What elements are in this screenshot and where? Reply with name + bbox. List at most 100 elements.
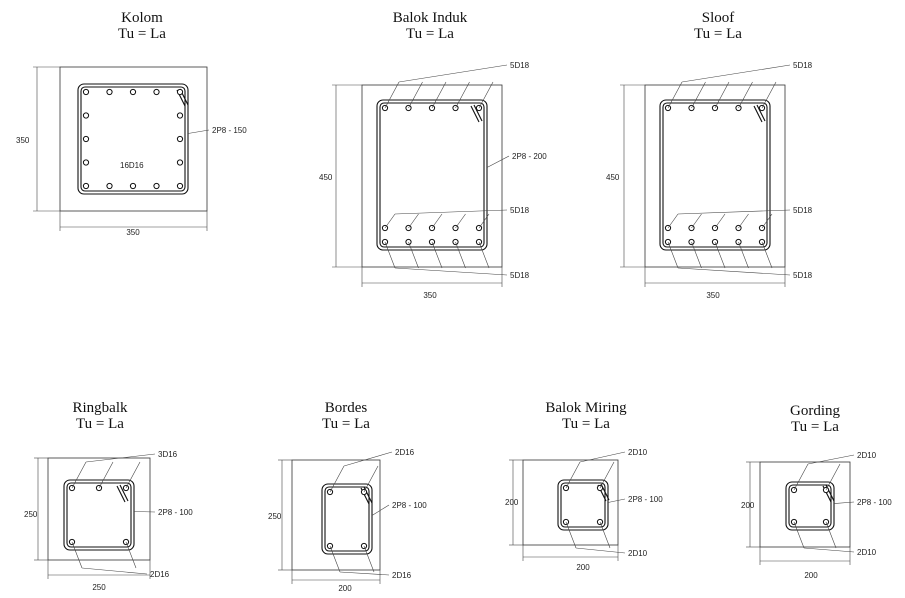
bar-leader <box>691 81 706 109</box>
rebar <box>176 135 184 143</box>
section-title: Kolom <box>121 10 163 26</box>
section-subtitle: Tu = La <box>406 26 454 42</box>
rebar <box>129 88 137 96</box>
height-label: 200 <box>505 498 519 507</box>
bar-leader <box>599 461 615 489</box>
rebar-label-bottom: 5D18 <box>510 271 530 280</box>
bar-leader <box>125 541 137 569</box>
concrete-outline <box>59 66 208 212</box>
width-label: 350 <box>423 291 437 300</box>
bar-leader <box>384 213 396 229</box>
stirrup-outer <box>557 479 609 531</box>
stirrup-inner <box>788 484 832 528</box>
width-label: 200 <box>338 584 352 593</box>
rebar-label-top: 2D10 <box>628 448 648 457</box>
section-title: Balok Miring <box>545 400 627 416</box>
rebar-label-stirrup: 2P8 - 150 <box>212 126 247 135</box>
concrete-outline <box>522 459 619 546</box>
rebar-label-stirrup: 2P8 - 100 <box>392 501 427 510</box>
bar-leader <box>738 81 753 109</box>
section-subtitle: Tu = La <box>118 26 166 42</box>
rebar-label-top: 5D18 <box>793 61 813 70</box>
bar-leader <box>738 241 749 269</box>
rebar <box>176 88 184 96</box>
bar-leader <box>71 461 87 489</box>
bar-leader <box>738 213 749 229</box>
height-label: 200 <box>741 501 755 510</box>
rebar-label-bottom: 5D18 <box>793 271 813 280</box>
rebar <box>82 88 90 96</box>
height-label: 250 <box>24 510 38 519</box>
label-leader <box>394 267 508 276</box>
bar-leader <box>667 81 683 109</box>
rebar-label-stirrup: 2P8 - 200 <box>512 152 547 161</box>
section-subtitle: Tu = La <box>562 416 610 432</box>
width-label: 350 <box>706 291 720 300</box>
bar-leader <box>408 213 419 229</box>
rebar-label-stirrup: 2P8 - 100 <box>628 495 663 504</box>
rebar-label-top: 2D10 <box>857 451 877 460</box>
label-leader <box>339 571 390 576</box>
width-label: 350 <box>126 228 140 237</box>
label-leader <box>803 547 855 553</box>
bar-leader <box>431 241 443 269</box>
label-leader <box>807 454 855 465</box>
stirrup-hook <box>470 105 480 123</box>
rebar <box>82 135 90 143</box>
bar-leader <box>478 81 494 109</box>
bar-leader <box>431 81 447 109</box>
rebar-label-stirrup: 2P8 - 100 <box>857 498 892 507</box>
rebar <box>106 88 113 96</box>
section-title: Bordes <box>325 400 368 416</box>
rebar <box>82 112 90 119</box>
label-leader <box>85 453 156 463</box>
label-leader <box>677 209 791 215</box>
bar-leader <box>455 81 470 109</box>
bar-leader <box>384 81 400 109</box>
bar-leader <box>363 545 375 573</box>
bar-leader <box>761 213 773 229</box>
rebar-label-top: 2D16 <box>395 448 415 457</box>
label-leader <box>133 511 156 513</box>
rebar <box>82 182 90 190</box>
bar-leader <box>714 241 726 269</box>
bar-leader <box>793 521 805 549</box>
section-subtitle: Tu = La <box>76 416 124 432</box>
label-leader <box>486 155 510 168</box>
rebar-label-top: 3D16 <box>158 450 178 459</box>
width-label: 250 <box>92 583 106 592</box>
stirrup-inner <box>80 86 186 192</box>
label-leader <box>398 64 508 83</box>
concrete-outline <box>291 459 381 571</box>
stirrup-outer <box>321 483 373 555</box>
bar-leader <box>455 213 466 229</box>
rebar-label-middle: 5D18 <box>510 206 530 215</box>
stirrup-outer <box>376 99 488 251</box>
bar-leader <box>329 465 345 493</box>
label-leader <box>343 451 393 467</box>
stirrup-outer <box>785 481 835 531</box>
stirrup-inner <box>379 102 485 248</box>
rebar-label-bottom: 2D16 <box>392 571 412 580</box>
section-title: Sloof <box>702 10 735 26</box>
stirrup-hook <box>473 104 483 122</box>
rebar-label-top: 5D18 <box>510 61 530 70</box>
stirrup-hook <box>756 104 766 122</box>
bar-leader <box>761 241 773 269</box>
bar-leader <box>408 241 419 269</box>
rebar-label-middle: 5D18 <box>793 206 813 215</box>
stirrup-outer <box>659 99 771 251</box>
bar-leader <box>761 81 777 109</box>
bar-leader <box>714 81 730 109</box>
concrete-outline <box>361 84 503 268</box>
bar-leader <box>431 213 443 229</box>
stirrup-hook <box>116 485 126 503</box>
section-subtitle: Tu = La <box>322 416 370 432</box>
rebar-label-bottom: 2D10 <box>857 548 877 557</box>
bar-leader <box>565 521 577 549</box>
bar-leader <box>455 241 466 269</box>
bar-leader <box>667 213 679 229</box>
bar-leader <box>691 213 702 229</box>
